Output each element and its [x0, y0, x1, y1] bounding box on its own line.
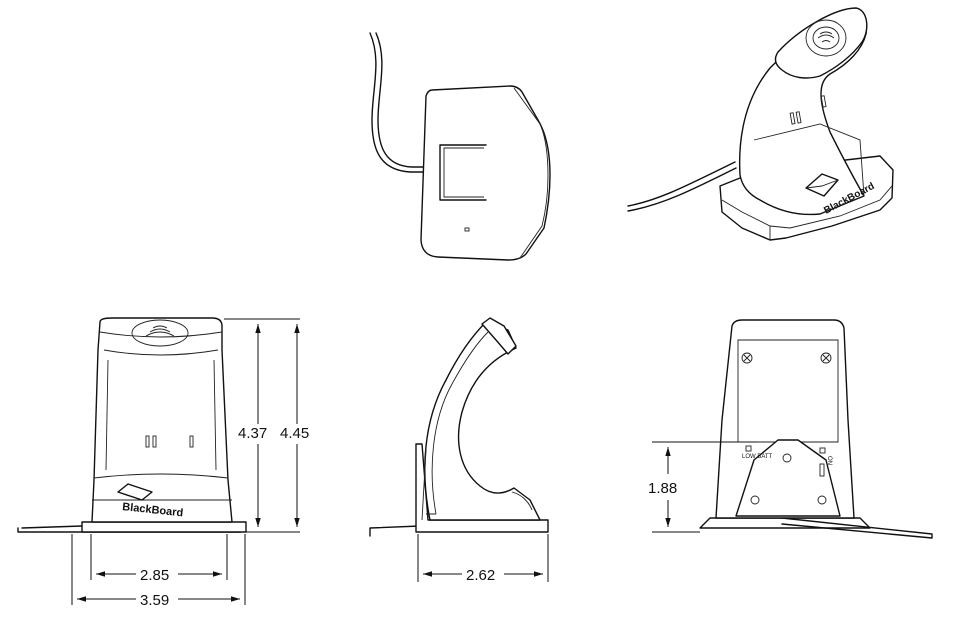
top-view-window — [439, 144, 487, 201]
side-view: 2.62 — [369, 317, 549, 584]
side-cable — [369, 525, 421, 537]
front-reader-icon — [131, 319, 189, 347]
isometric-view: BlackBoard — [627, 7, 894, 241]
back-view: LOW BATT ON 1.88 — [648, 319, 933, 539]
iso-reader-ring — [805, 19, 847, 57]
side-head — [481, 317, 517, 355]
iso-head — [774, 7, 868, 79]
top-view-body — [420, 85, 551, 261]
back-battery-door — [735, 439, 841, 517]
on-label: ON — [826, 456, 832, 465]
top-view-cable — [369, 32, 433, 173]
dim-label-2-62: 2.62 — [466, 567, 495, 584]
power-switch — [819, 463, 825, 477]
dim-label-2-85: 2.85 — [140, 567, 169, 584]
top-view — [369, 32, 551, 261]
front-logo-icon — [117, 483, 153, 501]
back-base — [699, 517, 871, 529]
side-base — [415, 443, 549, 533]
back-screw — [741, 352, 753, 364]
dim-label-4-37: 4.37 — [238, 425, 267, 442]
front-slot — [145, 435, 150, 448]
dim-label-4-45: 4.45 — [280, 425, 309, 442]
low-batt-led — [745, 445, 752, 452]
front-view: BlackBoard 4.37 4.45 2.85 3.59 — [17, 317, 309, 609]
dim-label-3-59: 3.59 — [140, 592, 169, 609]
front-body — [91, 317, 233, 523]
back-panel — [737, 339, 839, 443]
side-neck — [424, 321, 541, 521]
low-batt-label: LOW BATT — [742, 454, 773, 460]
dim-label-1-88: 1.88 — [648, 480, 677, 497]
on-led — [819, 447, 826, 454]
iso-cable — [627, 161, 736, 207]
